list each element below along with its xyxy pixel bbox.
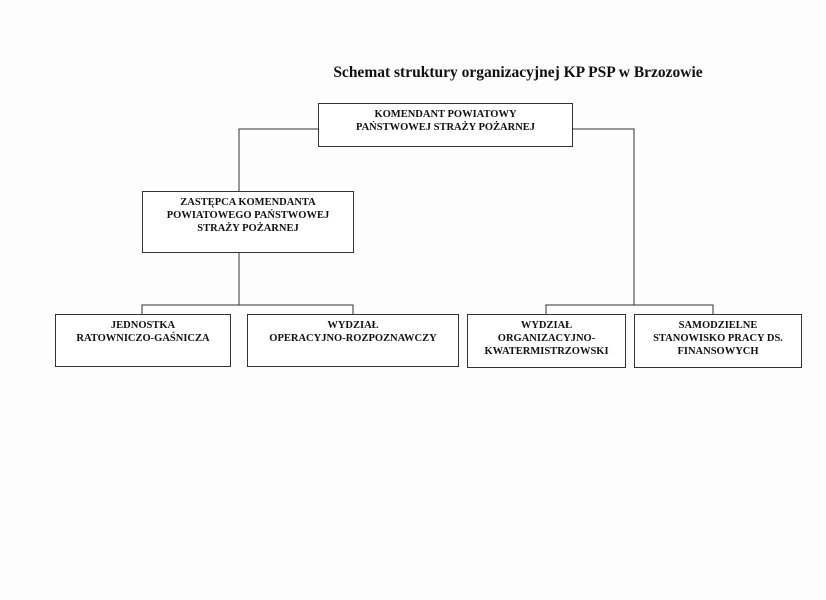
node-label: WYDZIAŁ bbox=[327, 320, 379, 331]
node-label: OPERACYJNO-ROZPOZNAWCZY bbox=[269, 333, 437, 344]
node-deputy: ZASTĘPCA KOMENDANTA POWIATOWEGO PAŃSTWOW… bbox=[142, 191, 354, 253]
node-label: ZASTĘPCA KOMENDANTA bbox=[180, 197, 316, 208]
node-label: WYDZIAŁ bbox=[520, 320, 573, 331]
node-commander: KOMENDANT POWIATOWY PAŃSTWOWEJ STRAŻY PO… bbox=[318, 103, 573, 147]
node-organization: WYDZIAŁ ORGANIZACYJNO- KWATERMISTRZOWSKI bbox=[467, 314, 626, 368]
node-label: PAŃSTWOWEJ STRAŻY POŻARNEJ bbox=[355, 122, 536, 133]
node-label: SAMODZIELNE bbox=[678, 320, 758, 331]
line-commander-right bbox=[573, 128, 635, 305]
node-label: JEDNOSTKA bbox=[110, 320, 176, 331]
node-label: ORGANIZACYJNO- bbox=[497, 333, 596, 344]
node-label: STRAŻY POŻARNEJ bbox=[197, 223, 299, 234]
node-finance: SAMODZIELNE STANOWISKO PRACY DS. FINANSO… bbox=[634, 314, 802, 368]
node-operations: WYDZIAŁ OPERACYJNO-ROZPOZNAWCZY bbox=[247, 314, 459, 367]
bracket-right bbox=[545, 304, 714, 314]
node-label: RATOWNICZO-GAŚNICZA bbox=[76, 333, 210, 344]
node-label: KOMENDANT POWIATOWY bbox=[374, 109, 517, 120]
node-label: FINANSOWYCH bbox=[677, 346, 759, 357]
node-label: KWATERMISTRZOWSKI bbox=[484, 346, 609, 357]
bracket-left bbox=[141, 304, 354, 314]
diagram-title: Schemat struktury organizacyjnej KP PSP … bbox=[333, 64, 703, 81]
line-commander-deputy bbox=[238, 128, 318, 191]
node-label: STANOWISKO PRACY DS. bbox=[653, 333, 783, 344]
node-rescue-unit: JEDNOSTKA RATOWNICZO-GAŚNICZA bbox=[55, 314, 231, 367]
node-label: POWIATOWEGO PAŃSTWOWEJ bbox=[166, 210, 330, 221]
